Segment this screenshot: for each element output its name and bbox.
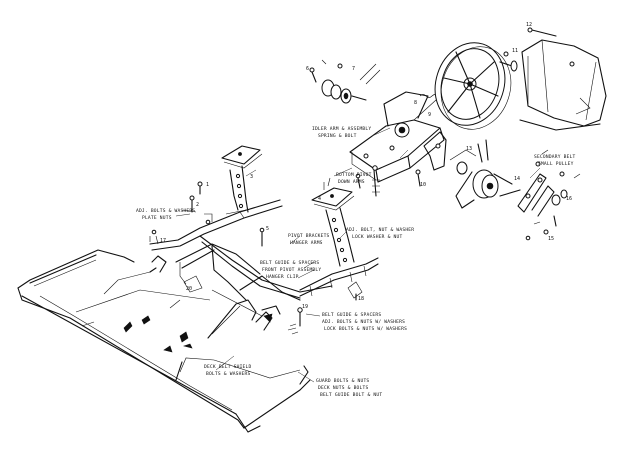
- hitch-frame-rails: [149, 199, 379, 335]
- callout-text: LOCK BOLTS & NUTS W/ WASHERS: [324, 326, 407, 332]
- callout-text: HANGER ARMS: [290, 240, 323, 246]
- callout-text: FRONT PIVOT ASSEMBLY: [262, 267, 321, 273]
- callout-text: BELT GUIDE & SPACERS: [260, 260, 319, 266]
- callout-text: DECK BELT SHIELD: [204, 364, 251, 370]
- part-number: 18: [358, 296, 364, 302]
- callout-text: SPRING & BOLT: [318, 133, 357, 139]
- part-number: 2: [196, 202, 199, 208]
- part-numbers: 1 2 3 4 5 6 7 8 9 10 11 12 13 14 15 16 1…: [160, 22, 572, 310]
- callout-labels: ADJ. BOLTS & WASHERS PLATE NUTS PIVOT BR…: [136, 126, 576, 398]
- callout-text: ADJ. BOLT, NUT & WASHER: [346, 227, 414, 233]
- leader-lines: [175, 127, 541, 383]
- gearbox-housing: [519, 27, 607, 131]
- part-number: 16: [566, 196, 572, 202]
- callout-text: LOCK WASHER & NUT: [352, 234, 402, 240]
- part-number: 13: [466, 146, 472, 152]
- part-number: 5: [266, 226, 269, 232]
- callout-text: PLATE NUTS: [142, 215, 172, 221]
- callout-text: BOLTS & WASHERS: [206, 371, 251, 377]
- callout-down-arms: DOWN ARMS: [338, 179, 365, 185]
- callout-small-pulley: SMALL PULLEY: [538, 161, 574, 167]
- callout-text: DECK NUTS & BOLTS: [318, 385, 368, 391]
- callout-secondary-belt: SECONDARY BELT: [534, 154, 576, 160]
- mower-deck: [17, 249, 311, 433]
- part-number: 20: [186, 286, 192, 292]
- callout-text: PIVOT BRACKETS: [288, 233, 330, 239]
- callout-text: BELT GUIDE BOLT & NUT: [320, 392, 382, 398]
- callout-bottom-pivot: BOTTOM PIVOT: [336, 172, 372, 178]
- secondary-belt-assembly: [449, 139, 581, 241]
- idler-arm-assembly: [349, 91, 447, 197]
- small-pulley-stack: [309, 59, 381, 104]
- callout-text: HANGER CLIP: [266, 274, 299, 280]
- part-number: 10: [420, 182, 426, 188]
- large-pulley: [434, 42, 518, 130]
- part-number: 11: [512, 48, 518, 54]
- right-hanger-bracket: [311, 177, 355, 267]
- bolt-hardware-left: [149, 181, 363, 301]
- part-number: 1: [206, 182, 209, 188]
- callout-text: BELT GUIDE & SPACERS: [322, 312, 381, 318]
- callout-text: ADJ. BOLTS & NUTS W/ WASHERS: [322, 319, 405, 325]
- part-number: 8: [414, 100, 417, 106]
- part-number: 19: [302, 304, 308, 310]
- part-number: 3: [250, 174, 253, 180]
- part-number: 17: [160, 238, 166, 244]
- part-number: 15: [548, 236, 554, 242]
- part-number: 14: [514, 176, 520, 182]
- part-number: 7: [352, 66, 355, 72]
- part-number: 6: [306, 66, 309, 72]
- left-hanger-bracket: [221, 145, 263, 213]
- callout-text: GUARD BOLTS & NUTS: [316, 378, 369, 384]
- callout-text: ADJ. BOLTS & WASHERS: [136, 208, 195, 214]
- part-number: 4: [318, 196, 321, 202]
- callout-idler-arm-assembly: IDLER ARM & ASSEMBLY: [312, 126, 371, 132]
- part-number: 12: [526, 22, 532, 28]
- part-number: 9: [428, 112, 431, 118]
